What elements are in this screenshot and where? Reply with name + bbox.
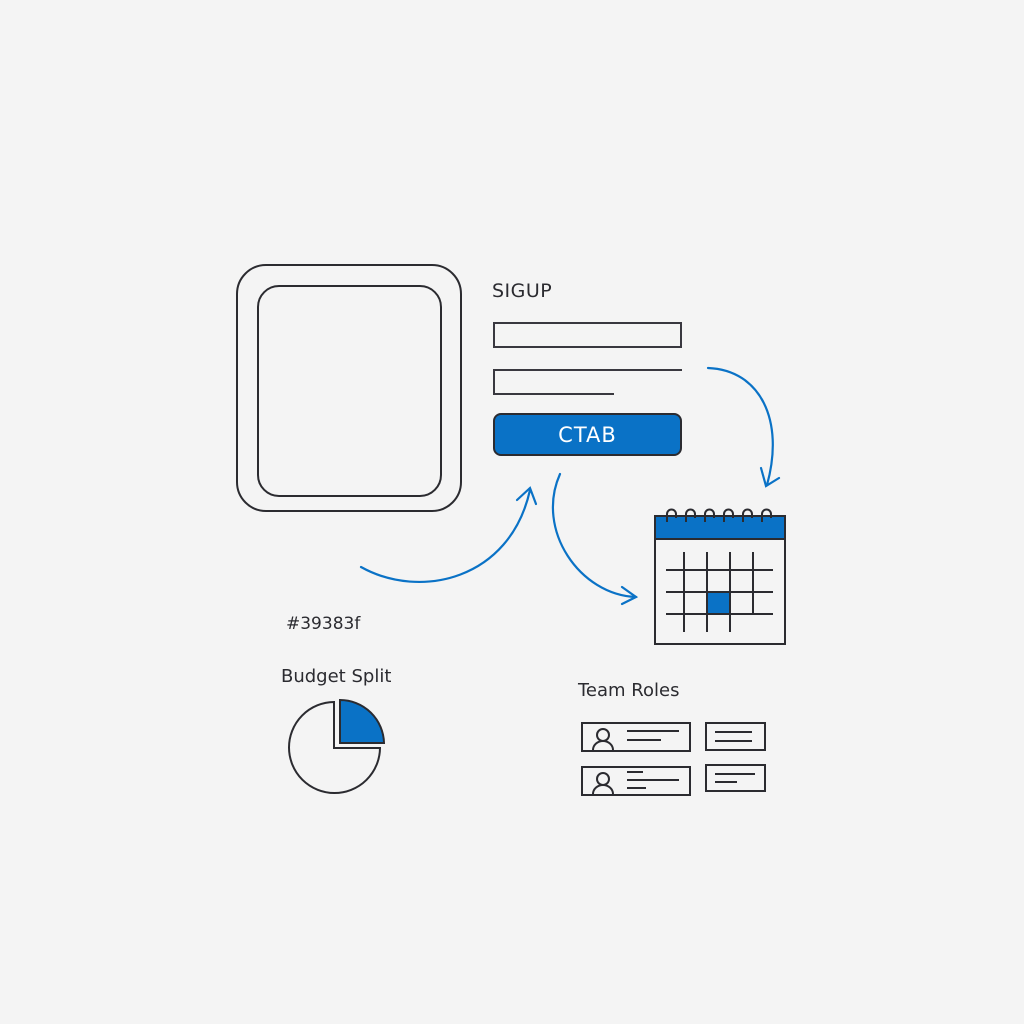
team-role-card-3 [581,766,691,796]
pie-slice-remaining [288,700,382,794]
budget-split-title: Budget Split [281,666,392,687]
device-frame-screen [257,285,442,497]
flow-arrow-to-calendar-left [551,472,639,606]
team-roles-title: Team Roles [578,680,680,701]
calendar-icon [654,508,786,645]
flow-arrow-to-cta [359,486,538,583]
pie-slice-highlight [339,698,386,744]
cta-button[interactable]: CTAB [493,413,682,456]
color-hex-label: #39383f [286,614,361,634]
cta-button-label: CTAB [558,422,617,447]
team-roles-grid [581,722,766,796]
signup-field-2-underline [493,393,614,395]
flow-arrow-to-calendar-top [706,366,781,488]
user-avatar-icon [592,772,614,795]
team-role-card-1 [581,722,691,752]
signup-title: SIGUP [492,280,553,302]
team-role-card-4 [705,764,766,792]
device-frame-outer [236,264,462,512]
team-role-card-2 [705,722,766,751]
signup-field-2[interactable] [493,369,682,395]
user-avatar-icon [592,728,614,751]
signup-field-1[interactable] [493,322,682,348]
budget-pie-chart [288,698,386,794]
